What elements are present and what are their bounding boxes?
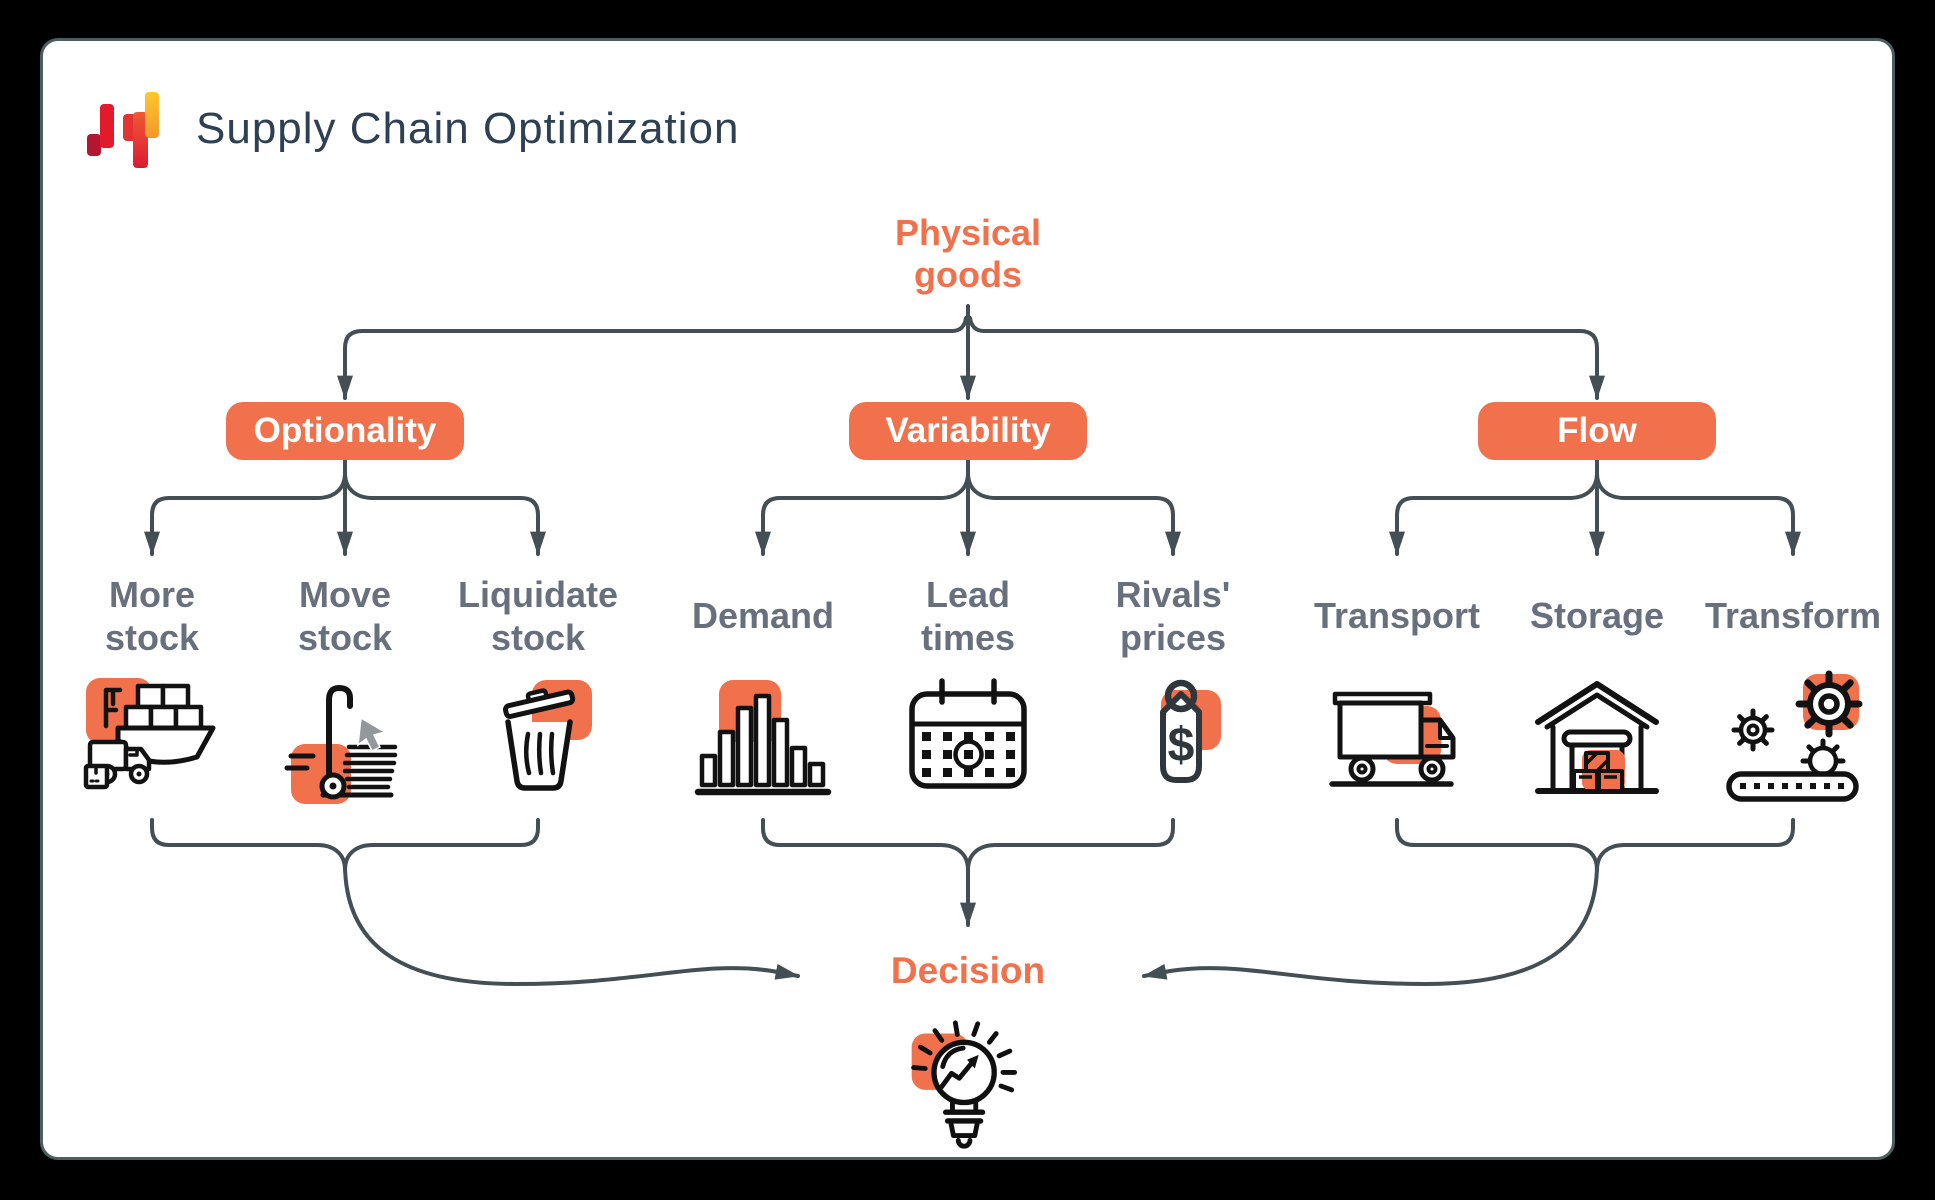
bar-chart-logo-icon — [60, 62, 200, 202]
label-rivals-prices: Rivals' prices — [1115, 573, 1231, 658]
optionality-node: Optionality — [226, 402, 464, 460]
price-tag-icon: $ — [1160, 679, 1221, 783]
bar-chart-icon — [694, 680, 832, 796]
gears-conveyor-icon — [1726, 670, 1863, 802]
hand-truck-icon — [284, 685, 398, 804]
root-node-physical-goods: Physical goods — [894, 211, 1042, 295]
trash-can-icon — [503, 680, 592, 791]
label-transform: Transform — [1704, 595, 1882, 637]
lightbulb-icon — [911, 1020, 1018, 1149]
cargo-ship-icon — [83, 678, 216, 790]
page-title: Supply Chain Optimization — [196, 104, 740, 153]
label-demand: Demand — [691, 595, 835, 637]
decision-node-label: Decision — [890, 950, 1046, 991]
label-transport: Transport — [1313, 595, 1481, 637]
label-move-stock: Move stock — [297, 573, 393, 658]
flow-node: Flow — [1478, 402, 1716, 460]
variability-node: Variability — [849, 402, 1087, 460]
label-storage: Storage — [1529, 595, 1665, 637]
calendar-icon — [909, 678, 1027, 789]
warehouse-icon — [1535, 681, 1659, 794]
label-lead-times: Lead times — [920, 573, 1016, 658]
dollar-glyph: $ — [1168, 719, 1195, 772]
diagram-card — [40, 38, 1895, 1160]
label-liquidate-stock: Liquidate stock — [458, 573, 618, 658]
label-more-stock: More stock — [104, 573, 200, 658]
delivery-truck-icon — [1329, 691, 1456, 787]
